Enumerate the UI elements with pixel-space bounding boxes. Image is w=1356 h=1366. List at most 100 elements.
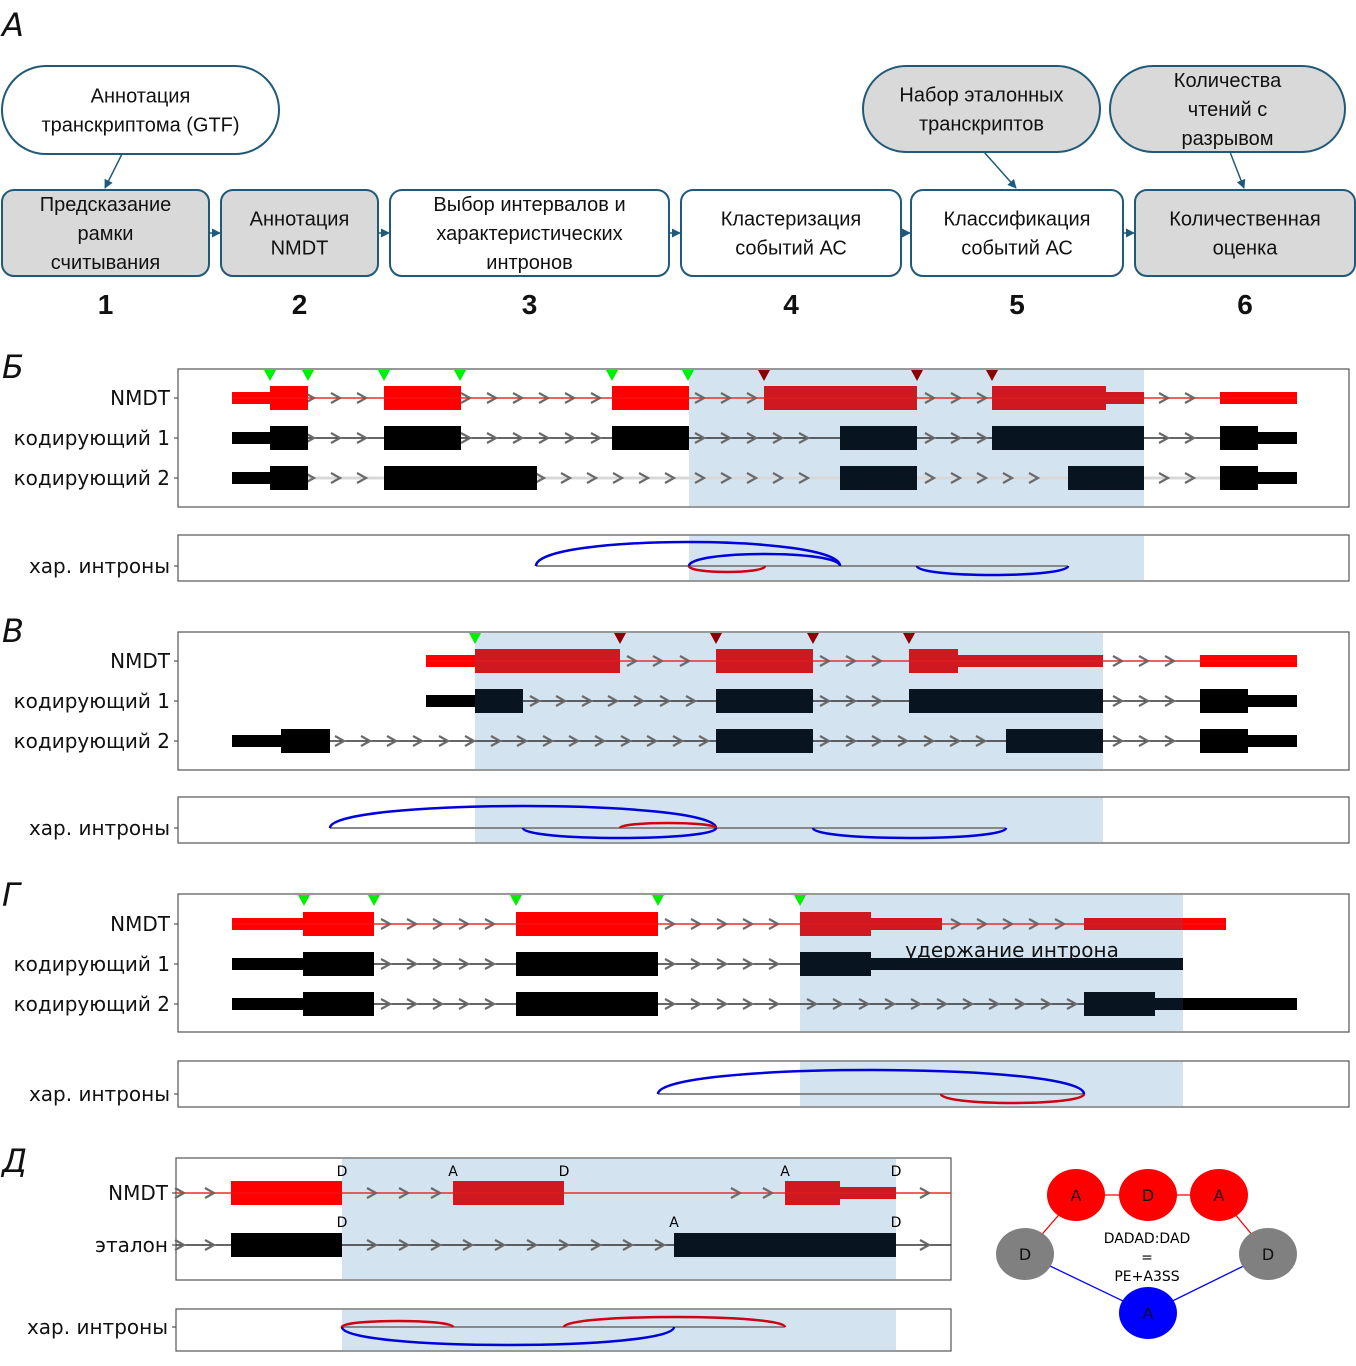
direction-chevron: [910, 998, 923, 1010]
exon-cds-block: [1006, 729, 1103, 753]
direction-chevron: [490, 735, 503, 747]
direction-chevron: [406, 998, 419, 1010]
coding-intron-arc: [328, 804, 718, 829]
graph-node: [1119, 1169, 1177, 1221]
start-codon-marker: [298, 895, 310, 906]
direction-chevron: [1002, 472, 1015, 484]
direction-chevron: [458, 958, 471, 970]
direction-chevron: [798, 432, 811, 444]
direction-chevron: [768, 998, 781, 1010]
direction-chevron: [664, 998, 677, 1010]
start-codon-marker: [794, 895, 806, 906]
exon-cds-block: [281, 729, 330, 753]
flow-step-label: характеристических: [436, 223, 622, 245]
direction-chevron: [1112, 695, 1125, 707]
direction-chevron: [1164, 695, 1177, 707]
start-codon-marker: [378, 370, 390, 381]
nmdt-intron-arc: [687, 564, 767, 574]
exon-utr-block: [1248, 735, 1297, 747]
direction-chevron: [560, 472, 573, 484]
direction-chevron: [746, 432, 759, 444]
flow-input-label: Аннотация: [91, 86, 191, 108]
coding-intron-arc: [534, 540, 842, 567]
track-label: кодирующий 1: [14, 426, 170, 450]
track-label: кодирующий 2: [14, 992, 170, 1016]
exon-cds-block: [716, 689, 813, 713]
direction-chevron: [845, 695, 858, 707]
graph-node-label: A: [1214, 1186, 1225, 1205]
intron-track-label: хар. интроны: [29, 1082, 170, 1106]
exon-utr-block: [232, 958, 303, 970]
coding-intron-arc: [687, 552, 842, 567]
stop-codon-marker: [986, 370, 998, 381]
direction-chevron: [659, 695, 672, 707]
exon-cds-block: [516, 992, 658, 1016]
acceptor-site-label: A: [669, 1215, 679, 1231]
direction-chevron: [772, 472, 785, 484]
direction-chevron: [386, 735, 399, 747]
direction-chevron: [1040, 998, 1053, 1010]
track-label: кодирующий 2: [14, 466, 170, 490]
direction-chevron: [486, 432, 499, 444]
coding-intron-arc: [656, 1068, 1086, 1095]
flow-step-label: Классификация: [943, 209, 1090, 231]
direction-chevron: [871, 695, 884, 707]
direction-chevron: [690, 958, 703, 970]
direction-chevron: [460, 432, 473, 444]
event-region-highlight: [342, 1159, 896, 1279]
exon-cds-block: [992, 426, 1144, 450]
exon-utr-block: [1183, 998, 1297, 1010]
coding-intron-arc: [340, 1326, 676, 1347]
direction-chevron: [1138, 695, 1151, 707]
direction-chevron: [356, 472, 369, 484]
direction-chevron: [919, 1239, 932, 1251]
direction-chevron: [1138, 735, 1151, 747]
stop-codon-marker: [911, 370, 923, 381]
panel-letter-a: А: [0, 6, 24, 44]
direction-chevron: [360, 735, 373, 747]
flow-input-arrow: [983, 151, 1017, 189]
direction-chevron: [1028, 472, 1041, 484]
direction-chevron: [819, 735, 832, 747]
direction-chevron: [538, 432, 551, 444]
flow-step-label: рамки: [78, 223, 134, 245]
event-region-highlight: [689, 536, 1144, 580]
direction-chevron: [1014, 998, 1027, 1010]
direction-chevron: [1112, 735, 1125, 747]
direction-chevron: [204, 1239, 217, 1251]
direction-chevron: [432, 998, 445, 1010]
step-number: 2: [292, 289, 308, 320]
acceptor-site-label: A: [448, 1164, 458, 1180]
direction-chevron: [398, 1239, 411, 1251]
direction-chevron: [529, 695, 542, 707]
start-codon-marker: [606, 370, 618, 381]
step-number: 1: [98, 289, 114, 320]
event-region-highlight: [800, 1062, 1183, 1106]
graph-node: [1119, 1287, 1177, 1339]
direction-chevron: [581, 695, 594, 707]
exon-cds-block: [303, 992, 374, 1016]
direction-chevron: [924, 472, 937, 484]
donor-site-label: D: [337, 1215, 348, 1231]
direction-chevron: [638, 472, 651, 484]
stop-codon-marker: [807, 633, 819, 644]
direction-chevron: [950, 472, 963, 484]
direction-chevron: [432, 958, 445, 970]
direction-chevron: [897, 735, 910, 747]
direction-chevron: [542, 735, 555, 747]
graph-node-label: D: [1262, 1245, 1274, 1264]
direction-chevron: [590, 432, 603, 444]
nmdt-intron-arc: [939, 1092, 1086, 1105]
donor-site-label: D: [337, 1164, 348, 1180]
direction-chevron: [380, 998, 393, 1010]
direction-chevron: [884, 998, 897, 1010]
direction-chevron: [620, 735, 633, 747]
direction-chevron: [936, 998, 949, 1010]
direction-chevron: [622, 1239, 635, 1251]
panel-letter: Г: [2, 876, 22, 914]
flow-step-label: считывания: [51, 252, 160, 274]
